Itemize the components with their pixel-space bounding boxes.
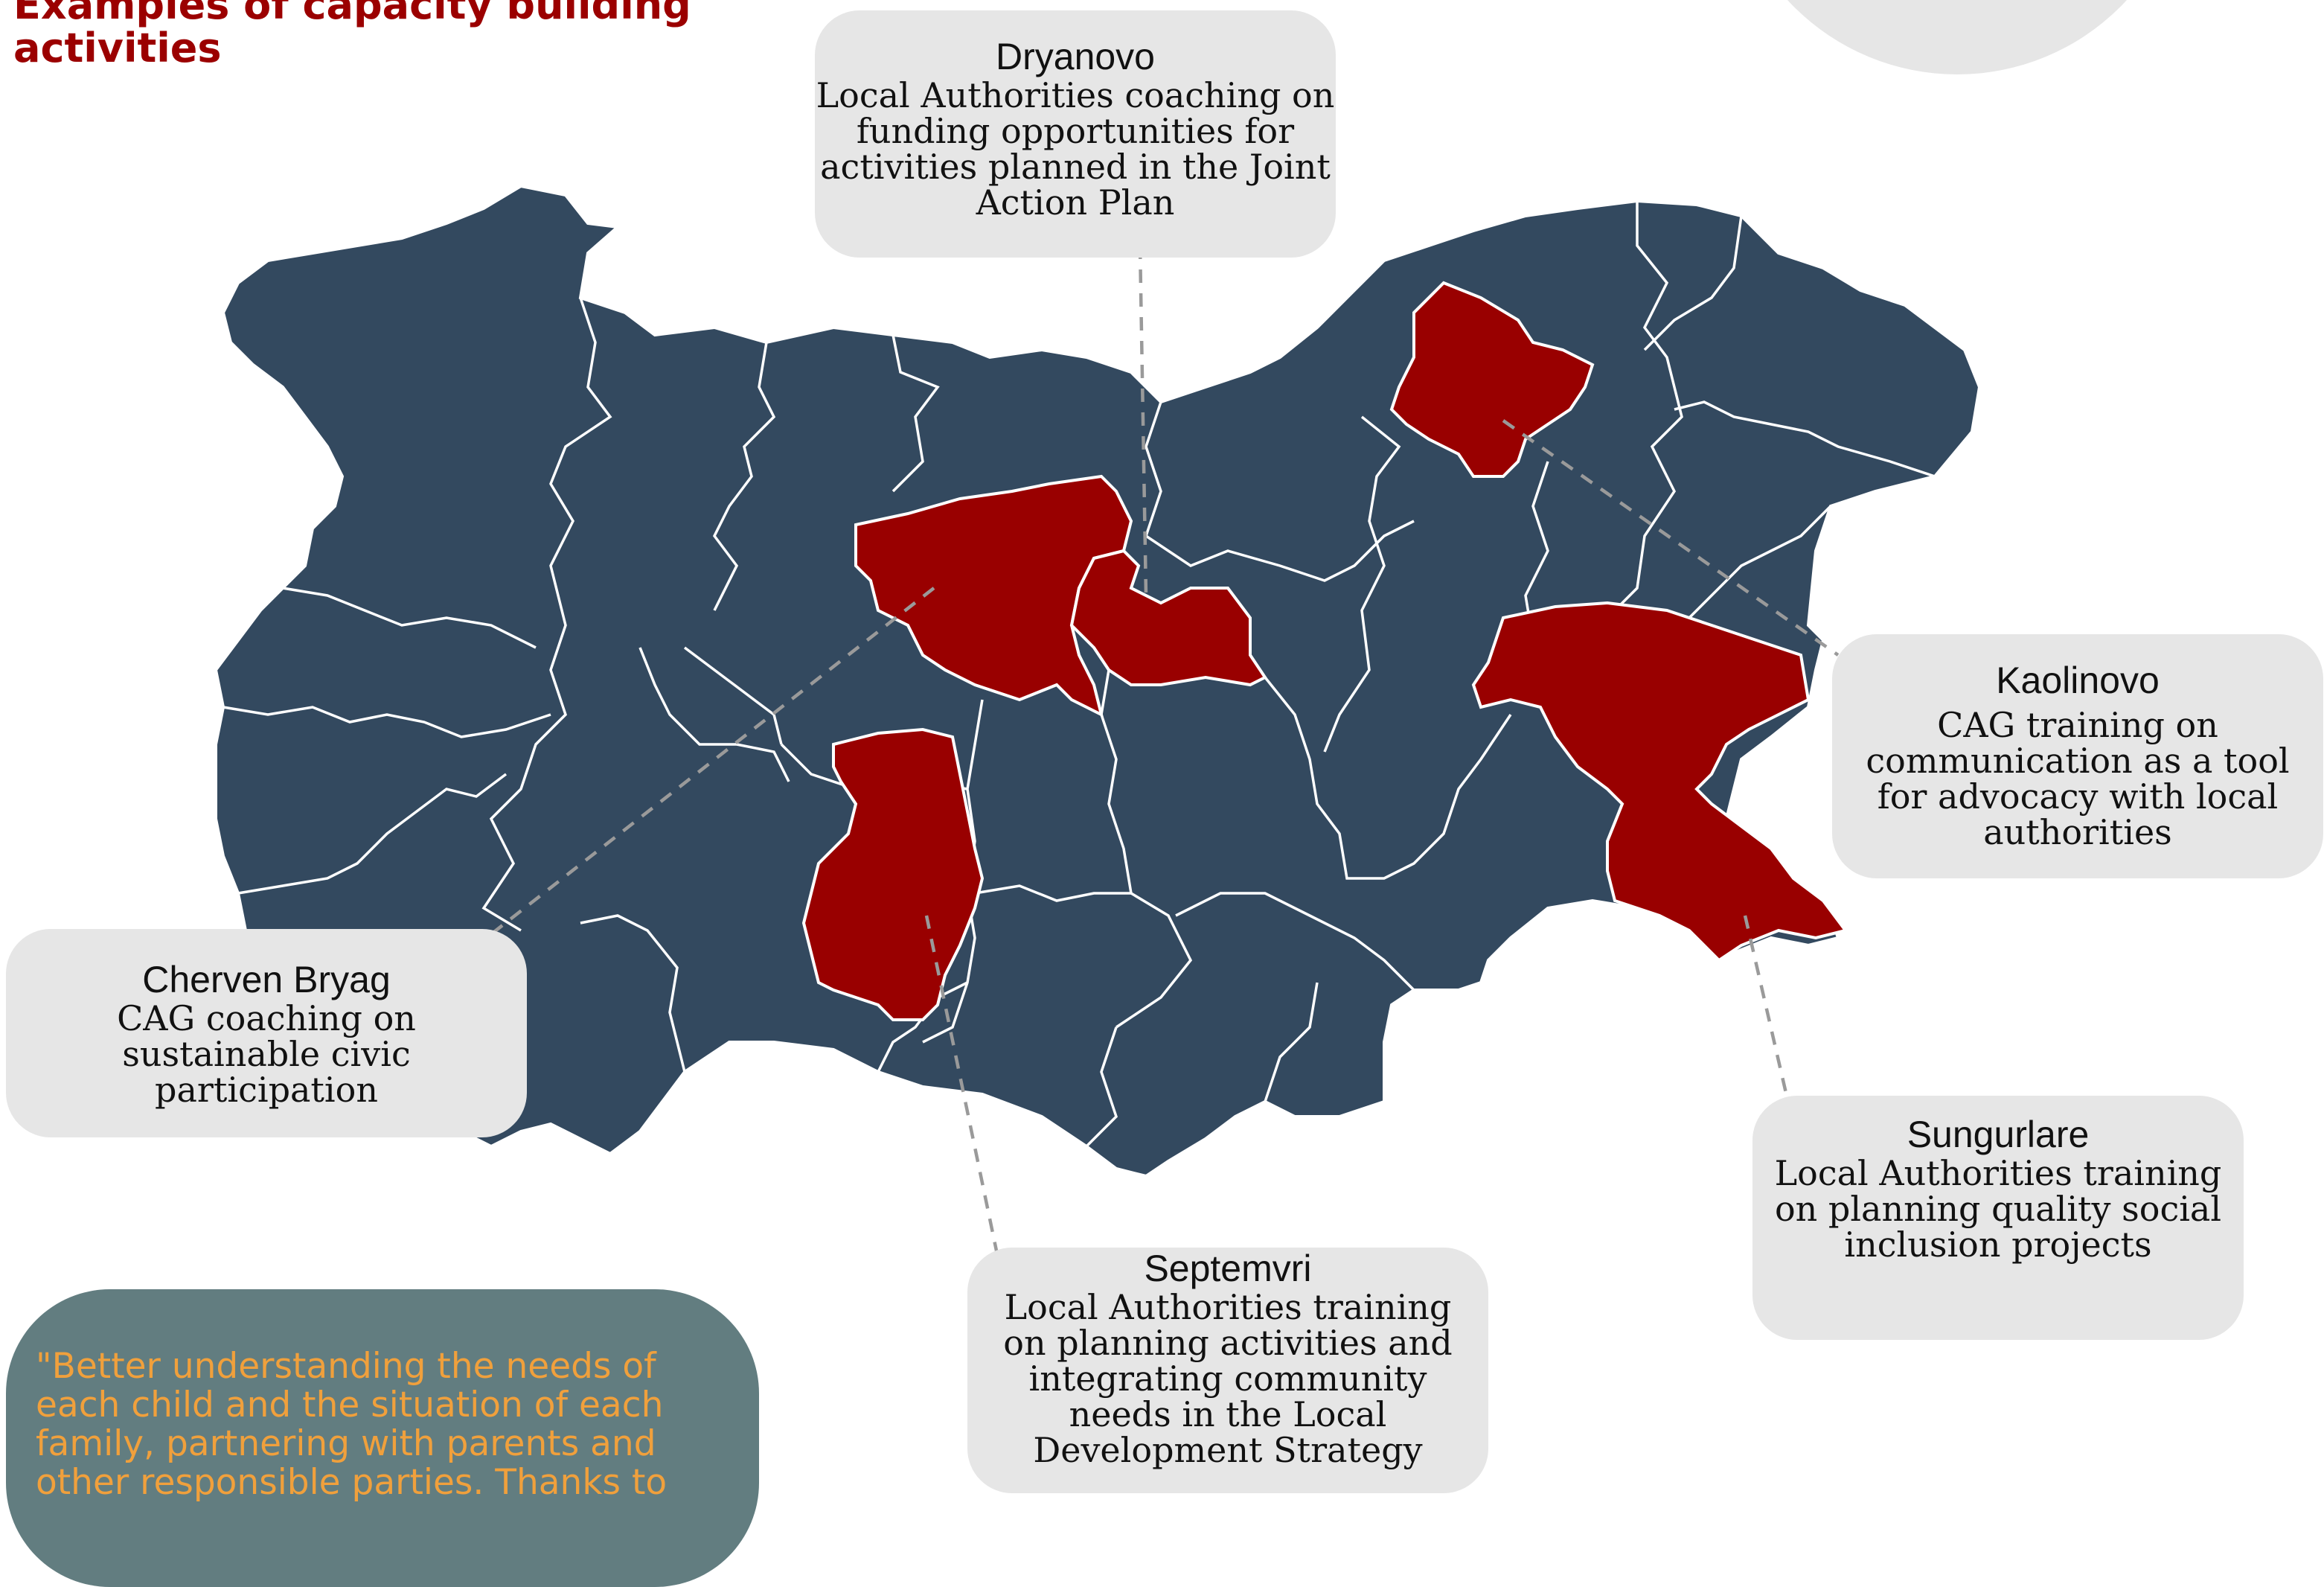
- border-line: [1264, 676, 1512, 880]
- quote-text: "Better understanding the needs of each …: [36, 1346, 668, 1503]
- callout-desc: CAG training on communication as a tool …: [1866, 705, 2290, 852]
- callout-sungurlare: Sungurlare Local Authorities training on…: [1752, 1096, 2244, 1340]
- callout-cherven-bryag: Cherven Bryag CAG coaching on sustainabl…: [6, 929, 527, 1137]
- border-line: [580, 914, 686, 1073]
- page-title: Examples of capacity building activities: [13, 0, 691, 71]
- border-line: [282, 587, 537, 649]
- callout-name: Cherven Bryag: [142, 959, 391, 1000]
- bulgaria-map: [214, 184, 1982, 1255]
- border-line: [237, 773, 508, 895]
- border-line: [1144, 401, 1415, 582]
- callout-septemvri: Septemvri Local Authorities training on …: [967, 1248, 1488, 1493]
- callout-desc: Local Authorities training on planning q…: [1774, 1153, 2222, 1265]
- leader-lines: [490, 245, 1840, 1255]
- border-line: [683, 646, 783, 745]
- border-line: [638, 647, 790, 782]
- callout-name: Sungurlare: [1907, 1114, 2090, 1155]
- border-line: [1680, 505, 1832, 627]
- region-dryanovo: [1069, 549, 1267, 687]
- callout-dryanovo: Dryanovo Local Authorities coaching on f…: [815, 10, 1336, 258]
- region-septemvri: [801, 727, 985, 1021]
- border-line: [223, 706, 551, 738]
- region-kaolinovo: [1389, 281, 1595, 478]
- border-line: [891, 334, 940, 493]
- border-line: [1085, 1026, 1118, 1148]
- leader-line-kaolinovo: [1502, 419, 1840, 657]
- region-borders: [223, 201, 1936, 1148]
- country-outline: [214, 184, 1982, 1178]
- callout-kaolinovo: Kaolinovo CAG training on communication …: [1832, 634, 2323, 878]
- border-line: [1323, 415, 1401, 753]
- border-line: [1613, 201, 1683, 657]
- quote-box: "Better understanding the needs of each …: [6, 1289, 759, 1587]
- border-line: [1674, 400, 1936, 478]
- callout-name: Septemvri: [1144, 1248, 1312, 1289]
- region-sungurlare: [1471, 601, 1848, 962]
- border-line: [481, 297, 612, 932]
- callout-desc: Local Authorities coaching on funding op…: [816, 75, 1335, 223]
- border-line: [1643, 215, 1743, 351]
- callout-desc: Local Authorities training on planning a…: [1003, 1287, 1453, 1470]
- border-line: [974, 884, 1131, 902]
- callout-desc: CAG coaching on sustainable civic partic…: [117, 998, 416, 1110]
- border-line: [1175, 892, 1415, 992]
- leader-line-sungurlare: [1743, 915, 1792, 1110]
- region-cherven-bryag: [854, 474, 1133, 718]
- border-line: [712, 342, 776, 611]
- callout-name: Dryanovo: [996, 36, 1155, 77]
- callout-name: Kaolinovo: [1996, 660, 2160, 701]
- leader-line-septemvri: [924, 915, 999, 1255]
- border-line: [877, 981, 968, 1073]
- leader-line-dryanovo: [1138, 245, 1148, 596]
- border-line: [1100, 669, 1193, 1029]
- border-line: [1264, 982, 1319, 1102]
